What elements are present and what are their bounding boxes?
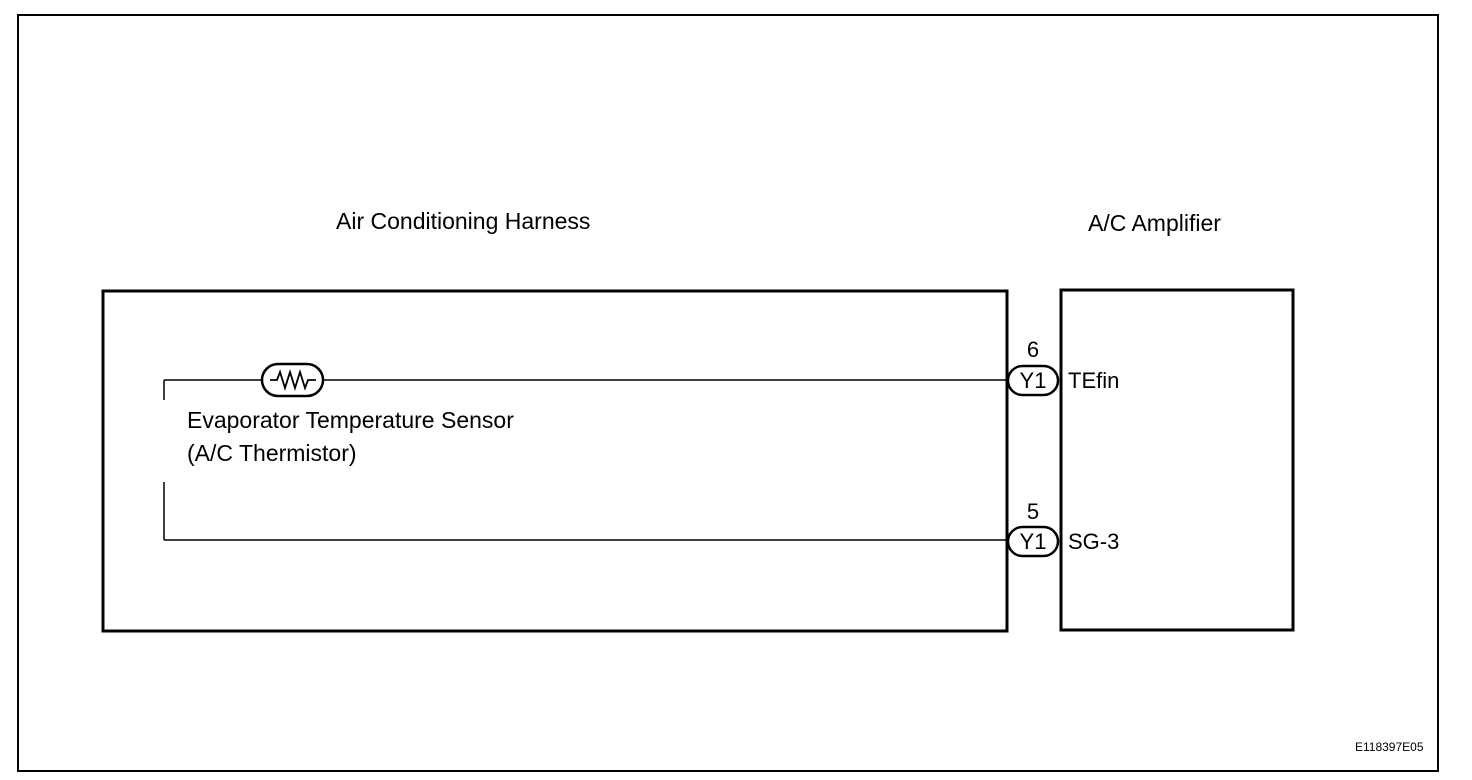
amplifier-box <box>1059 288 1295 632</box>
connector-oval-pin6 <box>1006 364 1060 397</box>
harness-box <box>101 289 1009 633</box>
terminal-label-tefin: TEfin <box>1068 368 1120 393</box>
sensor-name-line2: (A/C Thermistor) <box>187 440 357 466</box>
harness-title: Air Conditioning Harness <box>336 208 591 234</box>
pin-number-6: 6 <box>1026 337 1040 362</box>
pin-number-5: 5 <box>1026 499 1040 524</box>
connector-oval-pin5 <box>1006 525 1060 558</box>
thermistor-symbol <box>260 362 325 398</box>
terminal-label-sg3: SG-3 <box>1068 529 1120 554</box>
connector-id-5: Y1 <box>1019 529 1047 554</box>
amplifier-title: A/C Amplifier <box>1088 210 1221 236</box>
connector-id-6: Y1 <box>1019 368 1047 393</box>
sensor-name-line1: Evaporator Temperature Sensor <box>187 407 514 433</box>
figure-code: E118397E05 <box>1355 740 1424 754</box>
outer-frame <box>17 14 1439 772</box>
